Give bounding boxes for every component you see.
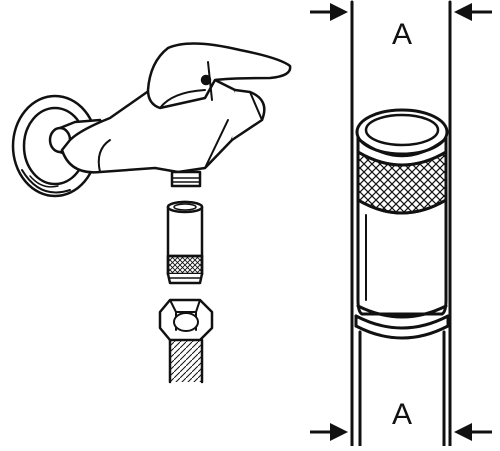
faucet-assembly — [11, 42, 292, 384]
faucet-outlet-thread — [170, 170, 202, 188]
braided-hose — [168, 338, 204, 384]
faucet-lever — [146, 42, 292, 110]
dimension-label-bottom: A — [392, 398, 412, 431]
nipple-thread — [354, 304, 450, 340]
arrow-top-left-icon — [310, 3, 348, 21]
nipple-top-rim — [355, 108, 449, 158]
arrow-bottom-left-icon — [310, 423, 348, 441]
faucet-body — [60, 78, 266, 174]
nipple-lower-pipe — [358, 330, 446, 448]
arrow-top-right-icon — [454, 3, 492, 21]
hose-hex-nut — [158, 298, 214, 342]
dimension-label-top: A — [392, 18, 412, 51]
dimension-arrows — [310, 3, 492, 441]
nipple-knurled-band — [356, 150, 448, 215]
arrow-bottom-right-icon — [454, 423, 492, 441]
small-extension-nipple — [166, 200, 204, 285]
nipple-closeup — [350, 0, 452, 448]
